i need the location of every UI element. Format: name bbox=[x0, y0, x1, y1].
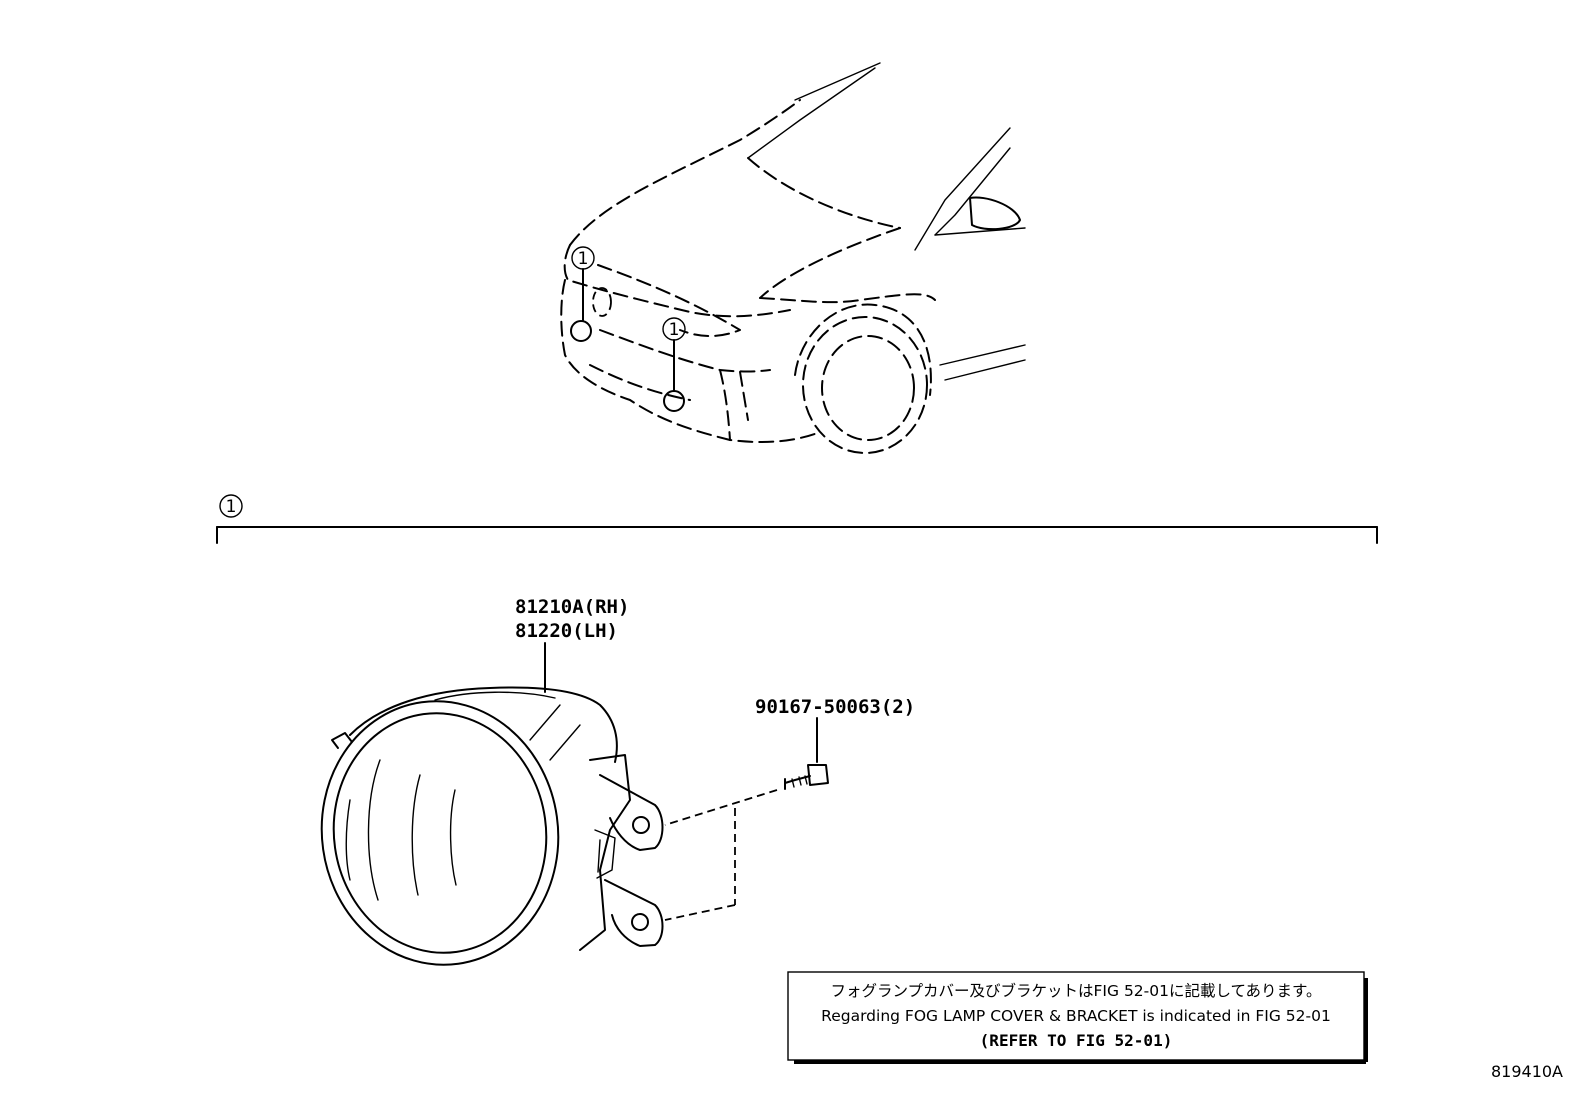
screw-part bbox=[784, 717, 829, 790]
part-number-fog-lamp-rh: 81210A(RH) bbox=[515, 596, 629, 618]
note-english-text: Regarding FOG LAMP COVER & BRACKET is in… bbox=[821, 1007, 1331, 1025]
section-bracket: 1 bbox=[216, 494, 1378, 544]
figure-id: 819410A bbox=[1491, 1062, 1563, 1081]
car-callout-2-number: 1 bbox=[669, 320, 680, 340]
part-number-fog-lamp-lh: 81220(LH) bbox=[515, 620, 618, 642]
part-number-screw: 90167-50063(2) bbox=[755, 696, 915, 718]
car-outline bbox=[560, 62, 1026, 454]
install-guide-lines bbox=[664, 789, 778, 921]
section-callout-number: 1 bbox=[226, 497, 237, 517]
car-callout-1: 1 bbox=[570, 246, 595, 342]
note-refer-text: (REFER TO FIG 52-01) bbox=[980, 1031, 1173, 1050]
car-callout-1-number: 1 bbox=[578, 249, 589, 269]
car-callout-2: 1 bbox=[662, 317, 686, 412]
note-japanese-text: フォグランプカバー及びブラケットはFIG 52-01に記載してあります。 bbox=[830, 981, 1321, 1000]
reference-note-box: フォグランプカバー及びブラケットはFIG 52-01に記載してあります。 Reg… bbox=[787, 971, 1368, 1064]
fog-lamp-assembly bbox=[320, 642, 664, 966]
